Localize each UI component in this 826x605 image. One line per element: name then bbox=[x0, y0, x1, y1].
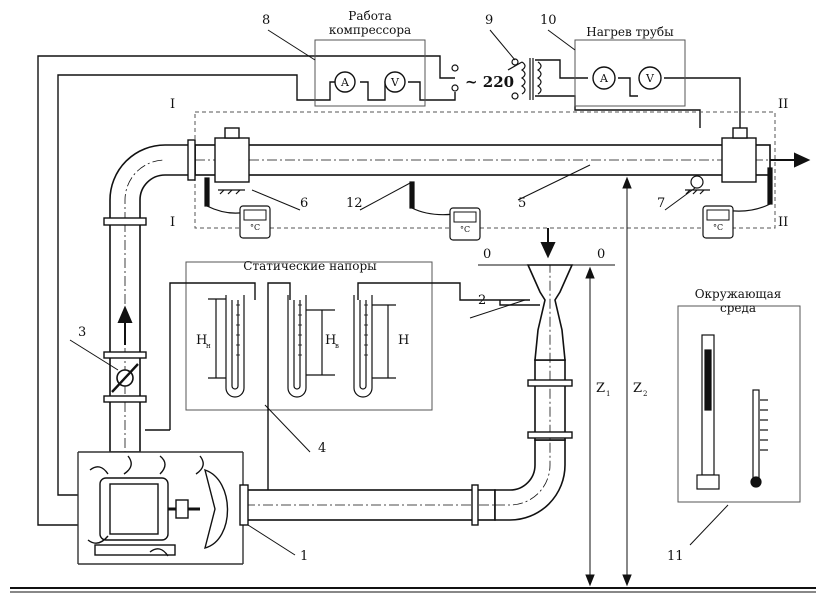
number-5: 5 bbox=[518, 196, 526, 211]
static-pressure-title: Статические напоры bbox=[243, 259, 377, 273]
power-terminals bbox=[451, 64, 459, 92]
number-11: 11 bbox=[667, 549, 684, 564]
number-8: 8 bbox=[262, 13, 270, 28]
static-pressure-panel bbox=[185, 261, 433, 411]
label-z1-sub: 1 bbox=[606, 390, 610, 398]
ammeter-compressor: A bbox=[334, 71, 356, 93]
svg-text:°C: °C bbox=[250, 223, 260, 232]
part-numbers: 8 9 10 6 12 5 7 2 3 4 1 11 bbox=[78, 13, 684, 564]
label-z2: Z bbox=[633, 381, 642, 396]
thermometer-readout-3: °C bbox=[702, 205, 734, 239]
svg-text:V: V bbox=[645, 72, 655, 85]
svg-text:A: A bbox=[340, 76, 350, 89]
throttle-valve bbox=[111, 363, 139, 393]
label-h-v-sub: в bbox=[335, 342, 339, 350]
label-z1: Z bbox=[596, 381, 605, 396]
label-z2-sub: 2 bbox=[643, 390, 647, 398]
leader-lines bbox=[69, 29, 729, 556]
thermometer-readout-2: °C bbox=[449, 207, 481, 241]
number-1: 1 bbox=[300, 549, 308, 564]
number-4: 4 bbox=[318, 441, 326, 456]
label-h-v: H bbox=[325, 333, 336, 348]
flow-arrows bbox=[117, 152, 811, 345]
number-12: 12 bbox=[346, 196, 363, 211]
compressor-title-line2: компрессора bbox=[329, 23, 411, 37]
section-I-bottom: I bbox=[170, 215, 175, 230]
manometer-2 bbox=[287, 295, 335, 398]
compressor-unit bbox=[77, 451, 249, 565]
pressure-tubing bbox=[145, 282, 540, 490]
label-h-n-sub: н bbox=[206, 342, 211, 350]
compressor-title-line1: Работа bbox=[348, 9, 391, 23]
section-II-bottom: II bbox=[778, 215, 788, 230]
environment-title-line1: Окружающая bbox=[695, 287, 782, 301]
number-6: 6 bbox=[300, 196, 308, 211]
support-left bbox=[218, 189, 245, 195]
dimension-z2 bbox=[622, 176, 632, 587]
heating-title: Нагрев трубы bbox=[586, 25, 674, 39]
environment-panel bbox=[677, 305, 801, 503]
room-thermometer bbox=[750, 389, 768, 488]
voltmeter-heating: V bbox=[638, 66, 662, 90]
wiring bbox=[37, 55, 741, 526]
svg-text:°C: °C bbox=[713, 223, 723, 232]
ground-line bbox=[10, 587, 816, 593]
number-3: 3 bbox=[78, 325, 86, 340]
environment-title-line2: среда bbox=[720, 301, 756, 315]
ammeter-heating: A bbox=[592, 66, 616, 90]
svg-text:V: V bbox=[390, 76, 400, 89]
heating-meter-panel: A V bbox=[574, 39, 686, 107]
voltage-label: ~ 220 bbox=[465, 73, 514, 91]
number-2: 2 bbox=[478, 293, 486, 308]
section-I-top: I bbox=[170, 97, 175, 112]
manometer-1 bbox=[208, 295, 245, 398]
svg-text:°C: °C bbox=[460, 225, 470, 234]
compressor-meter-panel: A V bbox=[314, 39, 426, 107]
zero-level: 0 0 bbox=[478, 247, 615, 266]
manometer-scale-ticks bbox=[236, 304, 368, 356]
pipe-support bbox=[685, 175, 710, 195]
number-9: 9 bbox=[485, 13, 493, 28]
section-II-top: II bbox=[778, 97, 788, 112]
label-h-n: H bbox=[196, 333, 207, 348]
flanges bbox=[103, 139, 573, 526]
number-7: 7 bbox=[657, 196, 665, 211]
svg-text:0: 0 bbox=[597, 247, 605, 262]
svg-text:0: 0 bbox=[483, 247, 491, 262]
voltmeter-compressor: V bbox=[384, 71, 406, 93]
thermometer-readout-1: °C bbox=[239, 205, 271, 239]
number-10: 10 bbox=[540, 13, 557, 28]
autotransformer bbox=[507, 58, 542, 100]
manometer-3 bbox=[353, 295, 396, 398]
pipe-electrodes bbox=[214, 127, 757, 183]
label-h: H bbox=[398, 333, 409, 348]
dimension-z1 bbox=[585, 266, 595, 587]
svg-text:A: A bbox=[599, 72, 609, 85]
barometer bbox=[696, 334, 720, 490]
